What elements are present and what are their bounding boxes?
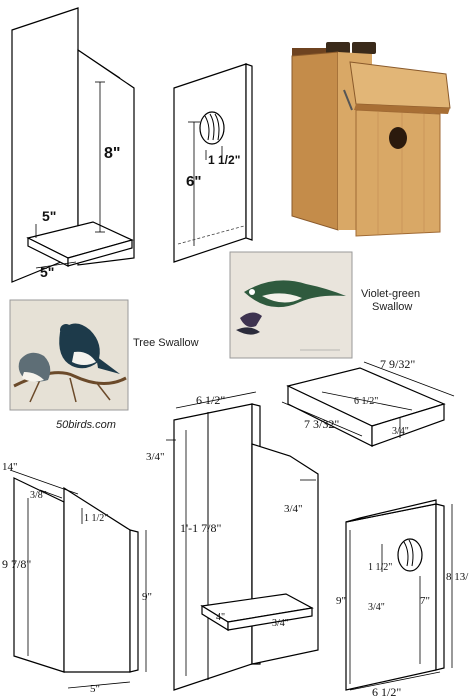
- tree-swallow-label: Tree Swallow: [133, 337, 199, 349]
- roof-depth-label: 7 3/32": [304, 417, 339, 431]
- top-floor-width-label: 5": [40, 264, 54, 280]
- roof-width-label: 7 9/32": [380, 357, 415, 371]
- entrance-hole: [199, 111, 225, 145]
- front-thick-label: 3/4": [368, 602, 385, 613]
- violet-green-label-1: Violet-green: [361, 288, 420, 300]
- front-inner-label: 7": [420, 595, 430, 607]
- back-width-label: 6 1/2": [196, 393, 225, 407]
- front-panel: [345, 499, 453, 691]
- front-entrance-hole: [397, 538, 423, 572]
- side-panel: [9, 469, 147, 689]
- violet-green-swallow-painting: [229, 251, 353, 359]
- floor-depth-label: 4": [216, 612, 225, 623]
- top-back-height-label: 8": [104, 145, 120, 162]
- site-credit: 50birds.com: [56, 419, 116, 431]
- side-slope-label: 3/8": [30, 490, 47, 501]
- back-height-label: 1'-1 7/8": [180, 521, 221, 535]
- front-height-right-label: 8 13/: [446, 571, 469, 583]
- side-height-left-label: 9 7/8": [2, 557, 31, 571]
- side-top-label: 14": [2, 461, 18, 473]
- front-width-label: 6 1/2": [372, 685, 401, 699]
- side-bottom-label: 5": [90, 683, 100, 695]
- front-height-left-label: 9": [336, 595, 346, 607]
- roof-thickness-label: 3/4": [392, 426, 409, 437]
- top-front-height-label: 6": [186, 173, 201, 190]
- roof-panel: [281, 361, 455, 447]
- back-floor-assembly: [166, 391, 319, 691]
- front-hole-label: 1 1/2": [368, 562, 392, 573]
- side-notch-label: 1 1/2": [84, 513, 108, 524]
- back-left-thick-label: 3/4": [146, 451, 165, 463]
- back-right-thick-label: 3/4": [284, 503, 303, 515]
- top-hole-label: 1 1/2": [208, 153, 240, 167]
- side-height-right-label: 9": [142, 591, 152, 603]
- floor-thick-label: 3/4": [272, 618, 289, 629]
- tree-swallow-painting: [9, 299, 129, 411]
- roof-inner-label: 6 1/2": [354, 396, 378, 407]
- violet-green-label-2: Swallow: [372, 301, 412, 313]
- birdhouse-photo: [291, 42, 451, 237]
- top-back-assembly: [11, 7, 135, 283]
- top-front-panel: [173, 63, 253, 263]
- top-floor-depth-label: 5": [42, 208, 56, 224]
